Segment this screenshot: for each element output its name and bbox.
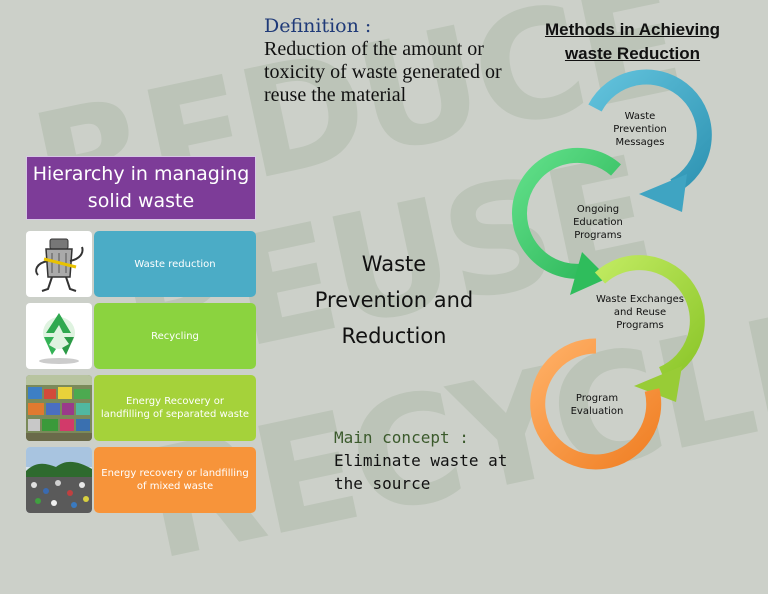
step-label-waste-prevention: Waste Prevention Messages xyxy=(613,111,667,148)
sorted-waste-photo xyxy=(26,375,92,441)
step-label-education: Ongoing Education Programs xyxy=(573,204,623,241)
hierarchy-label: Recycling xyxy=(94,303,256,369)
flow-arrow-4 xyxy=(530,338,662,470)
hierarchy-item-energy-recovery-separated: Energy Recovery or landfilling of separa… xyxy=(26,375,256,441)
main-concept-title: Main concept : xyxy=(334,428,469,447)
center-title: Waste Prevention and Reduction xyxy=(290,246,498,354)
center-title-line2: Prevention and xyxy=(314,288,474,312)
hierarchy-item-recycling: Recycling xyxy=(26,303,256,369)
main-concept: Main concept : Eliminate waste at the so… xyxy=(334,426,534,495)
definition-title: Definition : xyxy=(264,15,372,37)
center-title-line1: Waste xyxy=(361,252,427,276)
hierarchy-label: Energy Recovery or landfilling of separa… xyxy=(94,375,256,441)
hierarchy-item-waste-reduction: Waste reduction xyxy=(26,231,256,297)
flow-arrow-2 xyxy=(512,147,621,295)
waste-reduction-mascot-icon xyxy=(26,231,92,297)
flow-arrow-1 xyxy=(588,69,712,212)
flow-arrow-3 xyxy=(594,255,705,402)
methods-title-line1: Methods in Achieving xyxy=(544,20,721,39)
hierarchy-title: Hierarchy in managing solid waste xyxy=(26,156,256,220)
recycle-icon xyxy=(26,303,92,369)
hierarchy-item-energy-recovery-mixed: Energy recovery or landfilling of mixed … xyxy=(26,447,256,513)
step-label-evaluation: Program Evaluation xyxy=(570,393,624,417)
hierarchy-label: Waste reduction xyxy=(94,231,256,297)
methods-flow-diagram xyxy=(512,69,712,470)
definition-text: Reduction of the amount or toxicity of w… xyxy=(264,38,502,106)
main-concept-text: Eliminate waste at the source xyxy=(334,451,508,493)
step-label-exchanges: Waste Exchanges and Reuse Programs xyxy=(596,294,684,331)
landfill-photo xyxy=(26,447,92,513)
hierarchy-label: Energy recovery or landfilling of mixed … xyxy=(94,447,256,513)
methods-title: Methods in Achieving waste Reduction xyxy=(530,18,735,66)
methods-title-line2: waste Reduction xyxy=(564,44,701,63)
center-title-line3: Reduction xyxy=(341,324,447,348)
definition-block: Definition : Reduction of the amount or … xyxy=(264,14,534,107)
